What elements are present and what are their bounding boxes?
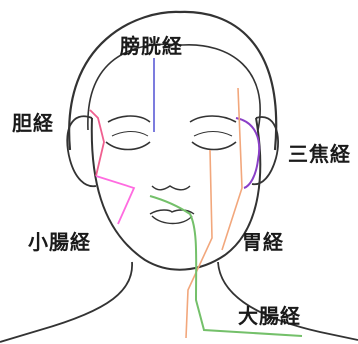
right-eyebrow: [189, 115, 237, 123]
right-eye-lid: [193, 131, 233, 137]
hair-inner-line: [87, 43, 261, 131]
upper-lip: [149, 209, 195, 215]
triple-burner-meridian-line: [235, 117, 261, 189]
hair-outline: [68, 10, 278, 151]
face-outline: [90, 117, 262, 271]
small-intestine-meridian-line: [95, 175, 136, 225]
stomach-meridian-line-2: [221, 87, 243, 251]
stomach-meridian-label: 胃経: [242, 230, 284, 254]
gallbladder-meridian-label: 胆経: [12, 111, 54, 135]
left-eye-lid: [111, 131, 149, 137]
large-intestine-meridian-label: 大腸経: [238, 304, 301, 328]
bladder-meridian-label: 膀胱経: [120, 34, 183, 58]
stomach-meridian-line-1: [185, 149, 213, 339]
neck-right: [217, 261, 358, 341]
left-ear: [66, 115, 97, 188]
left-eye: [105, 141, 151, 151]
triple-burner-meridian-label: 三焦経: [288, 142, 351, 166]
small-intestine-meridian-label: 小腸経: [28, 230, 91, 254]
left-eyebrow: [107, 115, 151, 123]
large-intestine-meridian-line: [149, 195, 303, 337]
lower-lip: [151, 215, 193, 225]
nose: [151, 185, 191, 191]
right-ear: [251, 116, 279, 186]
gallbladder-meridian-line: [89, 109, 105, 177]
right-eye: [191, 141, 237, 151]
neck-left: [0, 261, 133, 343]
